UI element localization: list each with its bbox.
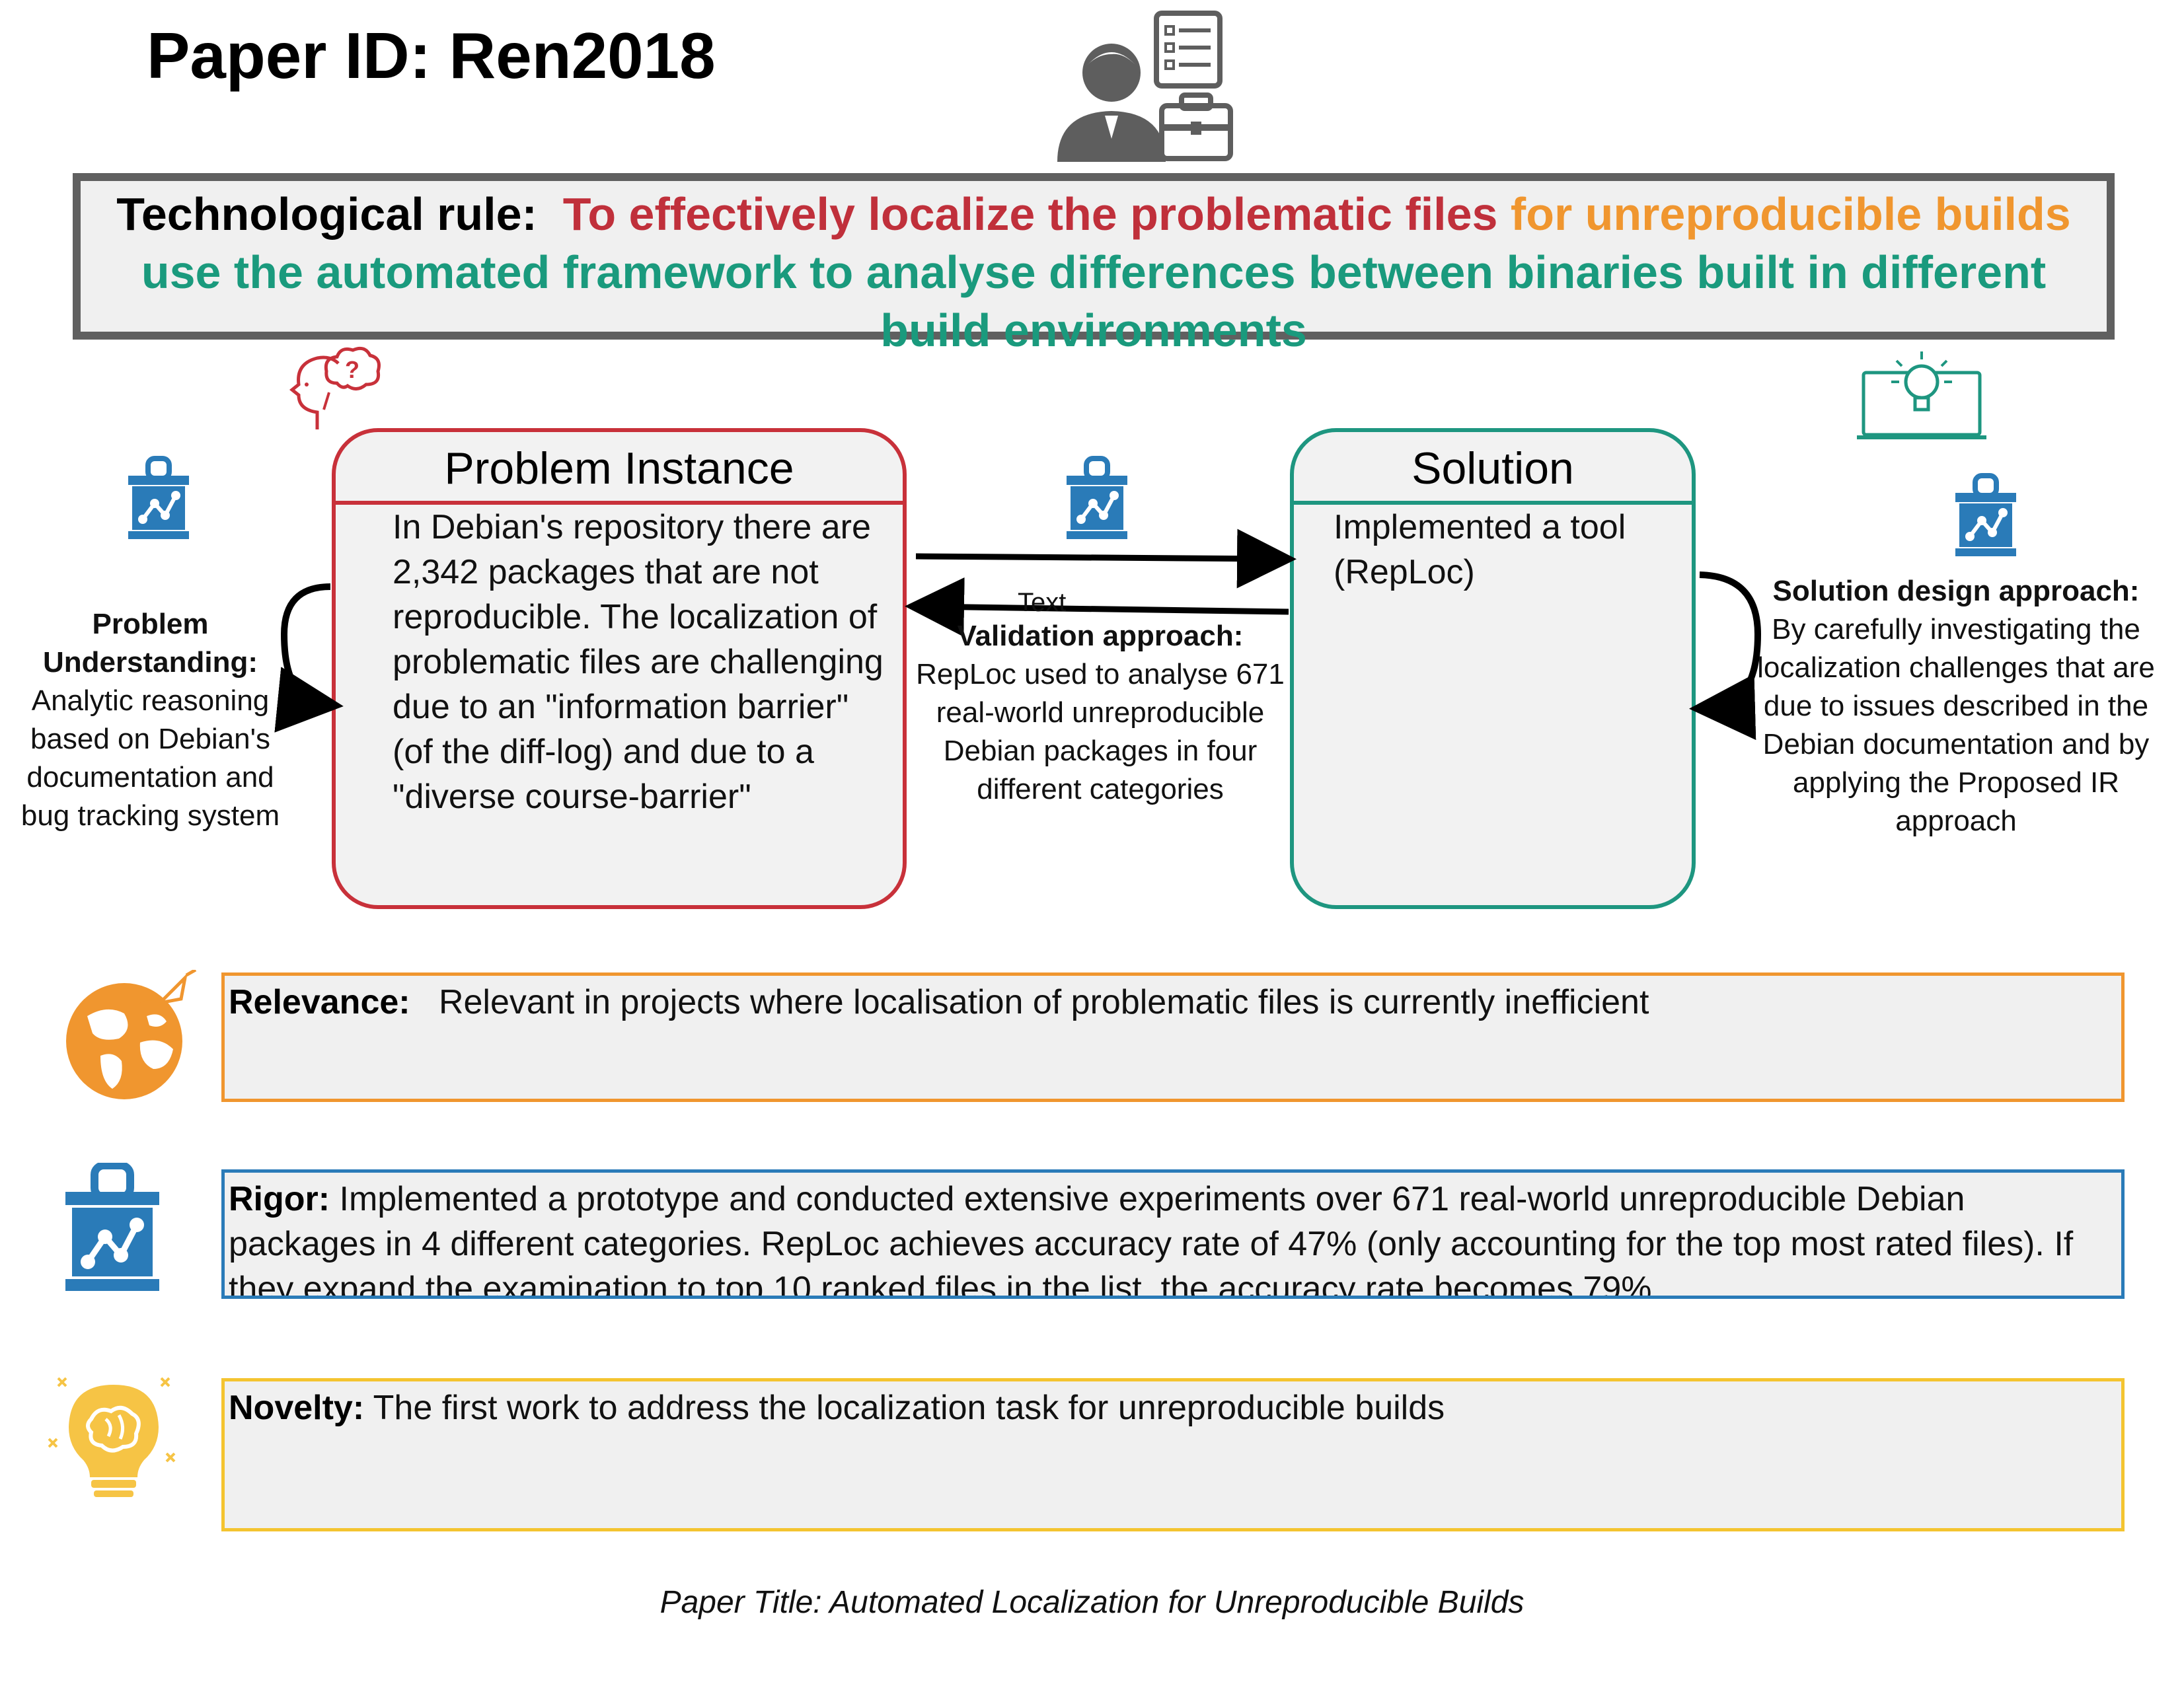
- lightbulb-brain-icon: [45, 1373, 184, 1505]
- back-arrow: [905, 577, 1289, 637]
- paper-id-title: Paper ID: Ren2018: [147, 19, 716, 92]
- solution-box: Solution Implemented a tool (RepLoc): [1290, 428, 1696, 909]
- rigor-label: Rigor:: [229, 1180, 330, 1218]
- technological-rule-problem: To effectively localize the problematic …: [562, 188, 1498, 240]
- problem-understanding-text: Analytic reasoning based on Debian's doc…: [20, 684, 280, 832]
- technological-rule-box: Technological rule: To effectively local…: [73, 173, 2115, 356]
- forward-arrow: [915, 529, 1297, 589]
- problem-instance-divider: [336, 501, 903, 505]
- problem-understanding-label: Problem Understanding:: [42, 608, 258, 679]
- relevance-label: Relevance:: [229, 983, 410, 1021]
- technological-rule-intervention: use the automated framework to analyse d…: [141, 246, 2047, 356]
- lab-analytics-icon: [126, 456, 192, 542]
- solution-design-label: Solution design approach:: [1772, 575, 2140, 607]
- paper-title: Paper Title: Automated Localization for …: [659, 1585, 1525, 1620]
- person-with-briefcase-icon: [1044, 7, 1242, 165]
- technological-rule-label: Technological rule:: [116, 188, 537, 240]
- rigor-text: Implemented a prototype and conducted ex…: [229, 1180, 2074, 1299]
- laptop-lightbulb-icon: [1857, 349, 1989, 441]
- solution-divider: [1294, 501, 1692, 505]
- problem-instance-title: Problem Instance: [444, 443, 794, 494]
- problem-understanding-loop: [274, 583, 344, 733]
- globe-icon: [61, 970, 200, 1102]
- thinking-head-icon: ?: [284, 344, 383, 436]
- solution-design-block: Solution design approach: By carefully i…: [1738, 572, 2174, 840]
- solution-design-text: By carefully investigating the localizat…: [1757, 613, 2155, 837]
- problem-instance-box: Problem Instance In Debian's repository …: [332, 428, 907, 909]
- relevance-text: Relevant in projects where localisation …: [438, 983, 1649, 1021]
- validation-label: Validation approach:: [957, 620, 1244, 652]
- novelty-box: Novelty: The first work to address the l…: [221, 1378, 2125, 1531]
- lab-analytics-icon: [1953, 473, 2019, 559]
- novelty-text: The first work to address the localizati…: [373, 1389, 1445, 1427]
- relevance-box: Relevance: Relevant in projects where lo…: [221, 972, 2125, 1102]
- rigor-box: Rigor: Implemented a prototype and condu…: [221, 1169, 2125, 1299]
- solution-text: Implemented a tool (RepLoc): [1334, 508, 1626, 591]
- solution-title: Solution: [1412, 443, 1574, 494]
- svg-text:?: ?: [345, 356, 359, 383]
- technological-rule-context: for unreproducible builds: [1510, 188, 2071, 240]
- lab-analytics-icon: [63, 1163, 162, 1295]
- arrow-text-label: Text: [1018, 588, 1067, 617]
- lab-analytics-icon: [1064, 456, 1130, 542]
- validation-block: Validation approach: RepLoc used to anal…: [905, 617, 1295, 809]
- solution-design-loop: [1689, 571, 1762, 741]
- validation-text: RepLoc used to analyse 671 real-world un…: [916, 658, 1285, 805]
- problem-instance-text: In Debian's repository there are 2,342 p…: [393, 508, 884, 816]
- problem-understanding-block: Problem Understanding: Analytic reasonin…: [0, 605, 301, 835]
- novelty-label: Novelty:: [229, 1389, 365, 1427]
